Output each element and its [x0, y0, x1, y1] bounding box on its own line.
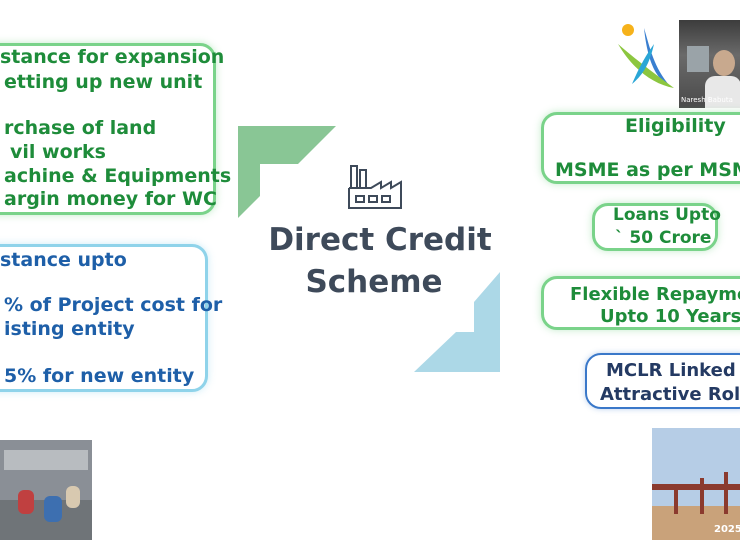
left-bottom-line-2: % of Project cost for	[4, 294, 223, 316]
left-bottom-card	[0, 244, 208, 392]
video-participant-tile[interactable]: Naresh Babuta	[679, 20, 740, 108]
eligibility-title: Eligibility	[625, 115, 726, 137]
photo-machines	[4, 450, 88, 470]
mclr-line-1: MCLR Linked	[606, 360, 736, 381]
participant-head	[713, 50, 735, 76]
flexible-line-2: Upto 10 Years	[600, 306, 740, 327]
left-top-line-2: etting up new unit	[4, 71, 203, 93]
loans-line-1: Loans Upto	[613, 205, 721, 225]
flexible-repayment-card	[541, 276, 740, 330]
photo-column-2	[700, 478, 704, 514]
video-window-shape	[687, 46, 709, 72]
photo-worker-3	[66, 486, 80, 508]
left-top-line-6: argin money for WC	[4, 188, 217, 210]
left-bottom-line-4: 5% for new entity	[4, 365, 195, 387]
corner-decoration-green	[238, 126, 336, 218]
construction-photo: 2025	[652, 428, 740, 540]
photo-column-3	[724, 472, 728, 514]
left-top-line-4: vil works	[10, 141, 106, 163]
factory-icon	[348, 165, 402, 209]
left-top-card	[0, 43, 216, 215]
workshop-photo	[0, 440, 92, 540]
photo-worker-2	[44, 496, 62, 522]
mclr-line-2: Attractive Rol	[600, 384, 740, 405]
loans-line-2: ` 50 Crore	[615, 228, 712, 248]
loans-card	[592, 203, 718, 251]
photo-year-label: 2025	[714, 524, 740, 535]
left-bottom-line-3: isting entity	[4, 318, 135, 340]
photo-column-1	[674, 484, 678, 514]
left-top-line-3: rchase of land	[4, 117, 157, 139]
left-bottom-line-1: stance upto	[0, 249, 127, 271]
eligibility-text: MSME as per MSME	[555, 159, 740, 181]
mclr-card	[585, 353, 740, 409]
participant-name: Naresh Babuta	[681, 96, 733, 104]
photo-frame-beam	[652, 484, 740, 490]
photo-worker-1	[18, 490, 34, 514]
brand-logo-icon	[618, 24, 674, 88]
participant-body	[705, 76, 740, 108]
left-top-line-1: stance for expansion	[0, 46, 225, 68]
scheme-title-line-1: Direct Credit	[268, 222, 492, 258]
eligibility-card	[541, 112, 740, 184]
corner-decoration-blue	[414, 272, 500, 372]
scheme-title-line-2: Scheme	[305, 264, 443, 300]
left-top-line-5: achine & Equipments	[4, 165, 232, 187]
flexible-line-1: Flexible Repayme	[570, 284, 740, 305]
